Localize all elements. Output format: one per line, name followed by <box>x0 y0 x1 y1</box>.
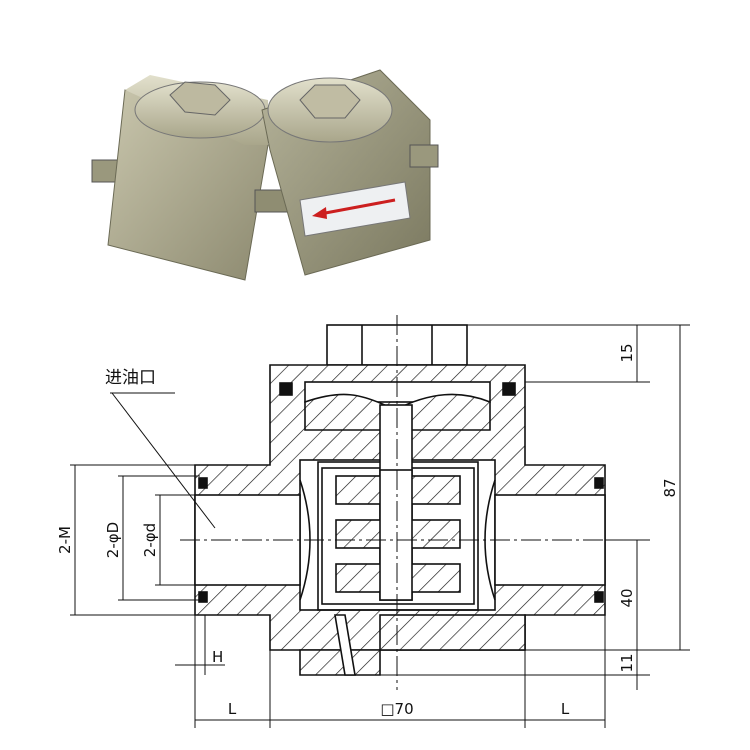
flow-arrow-icon <box>319 198 396 216</box>
dim-h: H <box>212 648 223 666</box>
left-cube <box>91 75 291 281</box>
dim-height: 87 <box>661 478 679 497</box>
dim-top: 15 <box>618 343 636 362</box>
hex-nut-right <box>299 84 361 119</box>
hex-nut-left <box>169 81 231 116</box>
dim-l-right: L <box>561 700 570 718</box>
product-photo <box>91 69 439 281</box>
dim-inner-dia: 2-φd <box>141 523 159 557</box>
dim-thread: 2-M <box>56 526 74 554</box>
inlet-label: 进油口 <box>105 368 156 388</box>
section-drawing <box>70 315 690 728</box>
dim-l-left: L <box>228 700 237 718</box>
dim-body: □70 <box>380 700 413 718</box>
right-cube <box>261 69 439 276</box>
dim-bottom: 11 <box>618 653 636 672</box>
dim-center: 40 <box>618 588 636 607</box>
flow-window <box>299 181 411 237</box>
dim-outer-dia: 2-φD <box>104 522 122 558</box>
